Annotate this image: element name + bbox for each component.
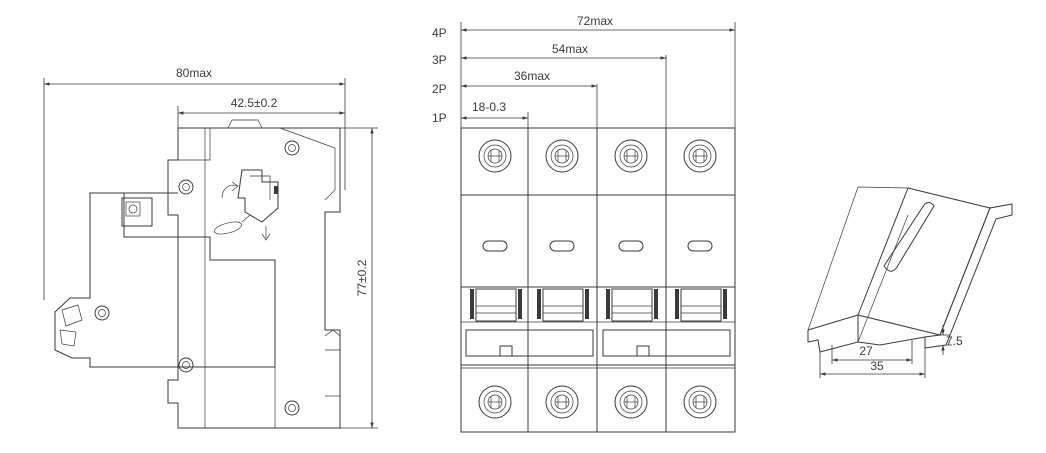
dim-7-5-label: 7.5 [946,334,963,348]
indicator-slot [687,240,713,252]
rail-bottom-step [857,336,926,346]
indicator-slot [618,240,644,252]
side-left-body [54,192,276,368]
pole-label-1p: 1P [432,111,447,125]
front-body-outline [460,127,736,433]
tie-bar-tab [636,345,650,357]
tie-bar [602,329,731,357]
side-clip [324,329,341,351]
toggle-handle [537,288,589,322]
pole-label-2p: 2P [432,82,447,96]
indicator-slot [549,240,575,252]
side-window-dot [128,204,138,214]
dim-35-label: 35 [870,359,884,373]
side-window-inner [125,201,141,217]
rail-back-edge [807,186,909,331]
tie-bar-tab [499,345,513,357]
dim-54max-label: 54max [552,42,588,56]
side-view: 80max 42.5±0.2 77±0.2 [43,66,378,429]
terminal-screw [683,385,717,419]
side-screw [284,400,300,416]
rail-right-flange [924,203,1013,349]
dim-27-label: 27 [859,344,873,358]
dim-18-label: 18-0.3 [472,100,506,114]
rail-inner-edge [857,214,909,343]
side-body-outline [167,127,341,429]
din-rail: 7.5 27 35 [807,186,1013,378]
terminal-screw [614,139,648,173]
side-top-latch [227,119,263,129]
tie-bar [465,329,594,357]
dim-80max-label: 80max [176,66,212,80]
terminal-screw [683,139,717,173]
side-screw [178,179,194,195]
side-screw [284,140,300,156]
terminal-screw [545,139,579,173]
pole-label-4p: 4P [432,26,447,40]
side-top-bevel [279,127,336,201]
rail-left-flange [807,314,859,353]
terminal-screw [614,385,648,419]
toggle-handle [675,288,727,322]
side-toggle-mechanism [214,169,279,241]
side-window [121,197,153,227]
side-screw [178,357,194,373]
terminal-screw [478,139,512,173]
side-lever [59,304,83,347]
dim-36max-label: 36max [514,69,550,83]
dim-77-label: 77±0.2 [355,259,369,296]
dim-72max-label: 72max [577,14,613,28]
indicator-slot [482,240,508,252]
dim-42-5-label: 42.5±0.2 [231,96,278,110]
terminal-screw [545,385,579,419]
toggle-handle [470,288,522,322]
terminal-screw [478,385,512,419]
toggle-handle [606,288,658,322]
rail-slot [883,202,935,272]
rail-top-face [857,187,991,336]
side-screw [94,305,110,321]
pole-label-3p: 3P [432,53,447,67]
side-top-notch [178,128,211,161]
front-view: 4P 3P 2P 1P 72max 54max 36max 18-0.3 [432,14,736,433]
